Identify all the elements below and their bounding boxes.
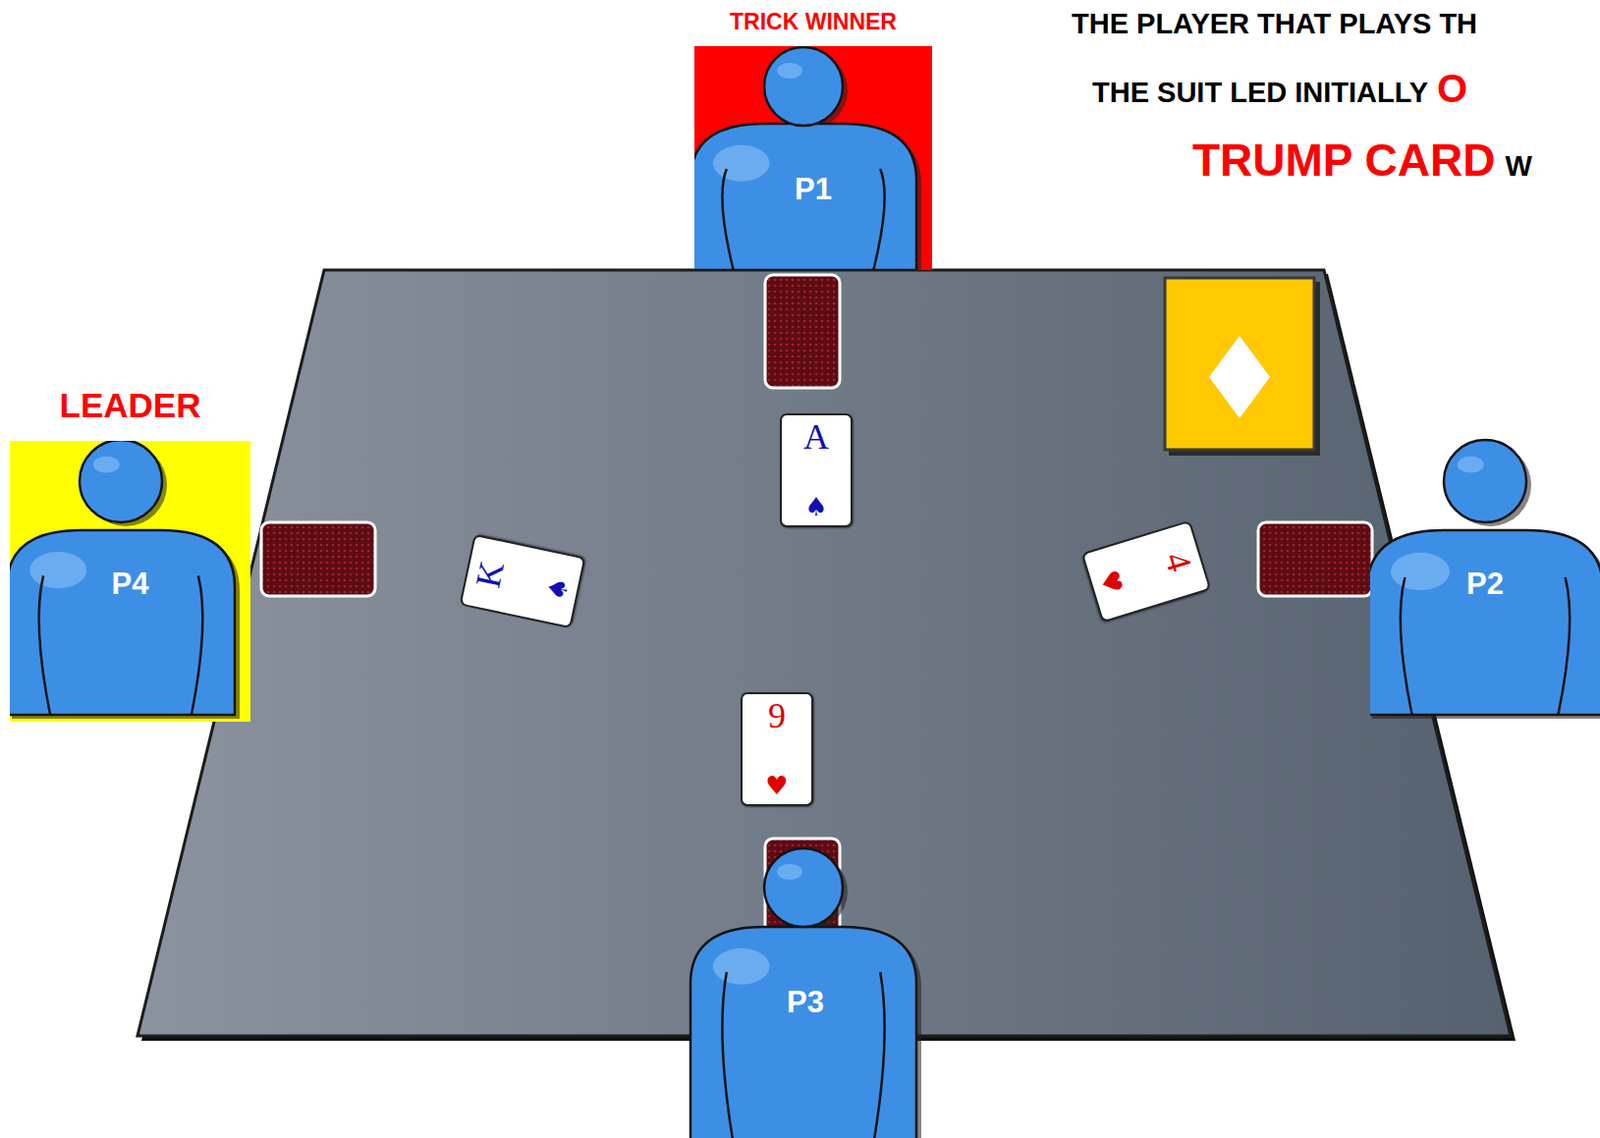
rule-text: THE PLAYER THAT PLAYS TH	[1071, 7, 1478, 41]
card-rank: 4	[1158, 548, 1199, 576]
card-suit: ♠	[543, 575, 573, 604]
card-rank: A	[803, 419, 829, 455]
rule-text-line: TRUMP CARD W	[1192, 133, 1533, 187]
card-suit: ♥	[1096, 567, 1128, 598]
figure-highlight	[776, 62, 803, 79]
figure-arm	[721, 972, 733, 1138]
player-label: P4	[9, 568, 251, 600]
figure-highlight	[1457, 456, 1485, 474]
player-node: LEADERP4	[9, 441, 251, 722]
figure-arm	[39, 575, 51, 716]
figure-highlight	[1390, 552, 1450, 591]
figure-head	[764, 848, 843, 928]
rule-text: TRUMP CARD	[1192, 133, 1495, 187]
figure-arm	[873, 972, 884, 1138]
trump-diamond	[1209, 335, 1270, 419]
face-down-card	[261, 522, 376, 597]
rule-text: THE SUIT LED INITIALLY	[1092, 76, 1429, 110]
playing-card: 9♥	[740, 692, 814, 807]
role-heading: TRICK WINNER	[694, 10, 933, 34]
card-suit: ♠	[804, 494, 828, 520]
figure-body	[1370, 530, 1600, 716]
figure-highlight	[713, 948, 771, 986]
face-down-card	[765, 275, 840, 388]
rule-text: W	[1504, 150, 1532, 183]
rule-text-line: THE PLAYER THAT PLAYS TH	[1071, 7, 1478, 41]
player-figure	[694, 46, 933, 271]
rule-text-line: THE SUIT LED INITIALLYO	[1092, 66, 1468, 111]
figure-highlight	[93, 456, 120, 474]
figure-highlight	[776, 864, 803, 881]
figure-highlight	[713, 145, 771, 182]
figure-head	[764, 47, 843, 126]
figure-arm	[873, 168, 884, 271]
player-label: P2	[1370, 568, 1600, 600]
table-top	[137, 270, 1511, 1037]
role-heading: LEADER	[9, 387, 251, 423]
player-label: P3	[677, 987, 934, 1018]
figure-head	[79, 441, 163, 523]
figure-arm	[191, 575, 203, 716]
figure-arm	[1400, 577, 1413, 716]
rule-text: O	[1436, 66, 1468, 111]
figure-highlight	[29, 551, 87, 589]
trump-box	[1164, 277, 1315, 450]
card-suit: ♥	[765, 772, 788, 799]
figure-body	[9, 530, 235, 716]
player-node: P2	[1370, 432, 1600, 727]
card-rank: 9	[768, 698, 786, 734]
face-down-card	[1258, 522, 1373, 597]
card-rank: K	[469, 557, 510, 591]
figure-head	[1443, 440, 1527, 523]
figure-body	[690, 927, 917, 1138]
figure-arm	[1557, 577, 1570, 716]
player-node: TRICK WINNERP1	[694, 46, 933, 271]
player-node: P3	[677, 844, 934, 1138]
playing-card: A♠	[779, 413, 853, 528]
player-label: P1	[694, 173, 933, 205]
figure-arm	[721, 168, 733, 271]
